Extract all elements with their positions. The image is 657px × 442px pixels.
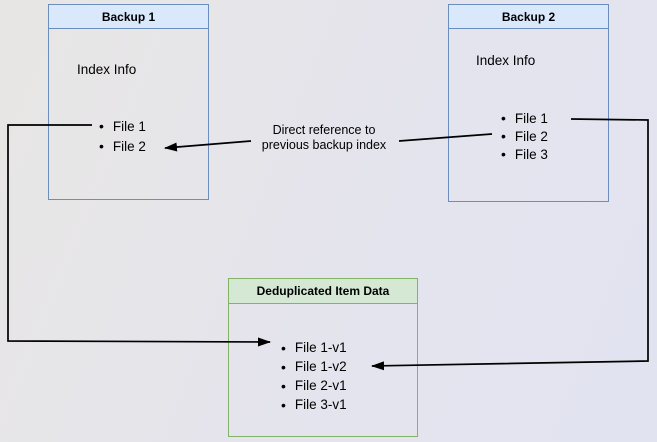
file-item: File 1-v2 (281, 357, 347, 376)
file-item: File 1-v1 (281, 338, 347, 357)
backup1-title: Backup 1 (49, 5, 208, 29)
backup2-box: Backup 2 Index Info File 1File 2File 3 (448, 4, 609, 202)
dedup-file-list: File 1-v1File 1-v2File 2-v1File 3-v1 (281, 338, 347, 414)
backup1-box: Backup 1 Index Info File 1File 2 (48, 4, 209, 200)
file-item: File 2 (501, 127, 548, 145)
deduplicated-item-data-title: Deduplicated Item Data (229, 279, 417, 304)
direct-reference-edge-label: Direct reference to previous backup inde… (261, 123, 387, 152)
backup1-index-info-label: Index Info (77, 62, 137, 77)
backup2-title: Backup 2 (449, 5, 608, 29)
file-item: File 2 (99, 136, 146, 156)
file-item: File 3 (501, 145, 548, 163)
deduplicated-item-data-box: Deduplicated Item Data File 1-v1File 1-v… (228, 278, 418, 437)
backup1-file-list: File 1File 2 (99, 116, 146, 156)
file-item: File 3-v1 (281, 395, 347, 414)
file-item: File 1 (501, 109, 548, 127)
file-item: File 1 (99, 116, 146, 136)
backup2-file-list: File 1File 2File 3 (501, 109, 548, 163)
file-item: File 2-v1 (281, 376, 347, 395)
backup2-index-info-label: Index Info (476, 53, 536, 68)
